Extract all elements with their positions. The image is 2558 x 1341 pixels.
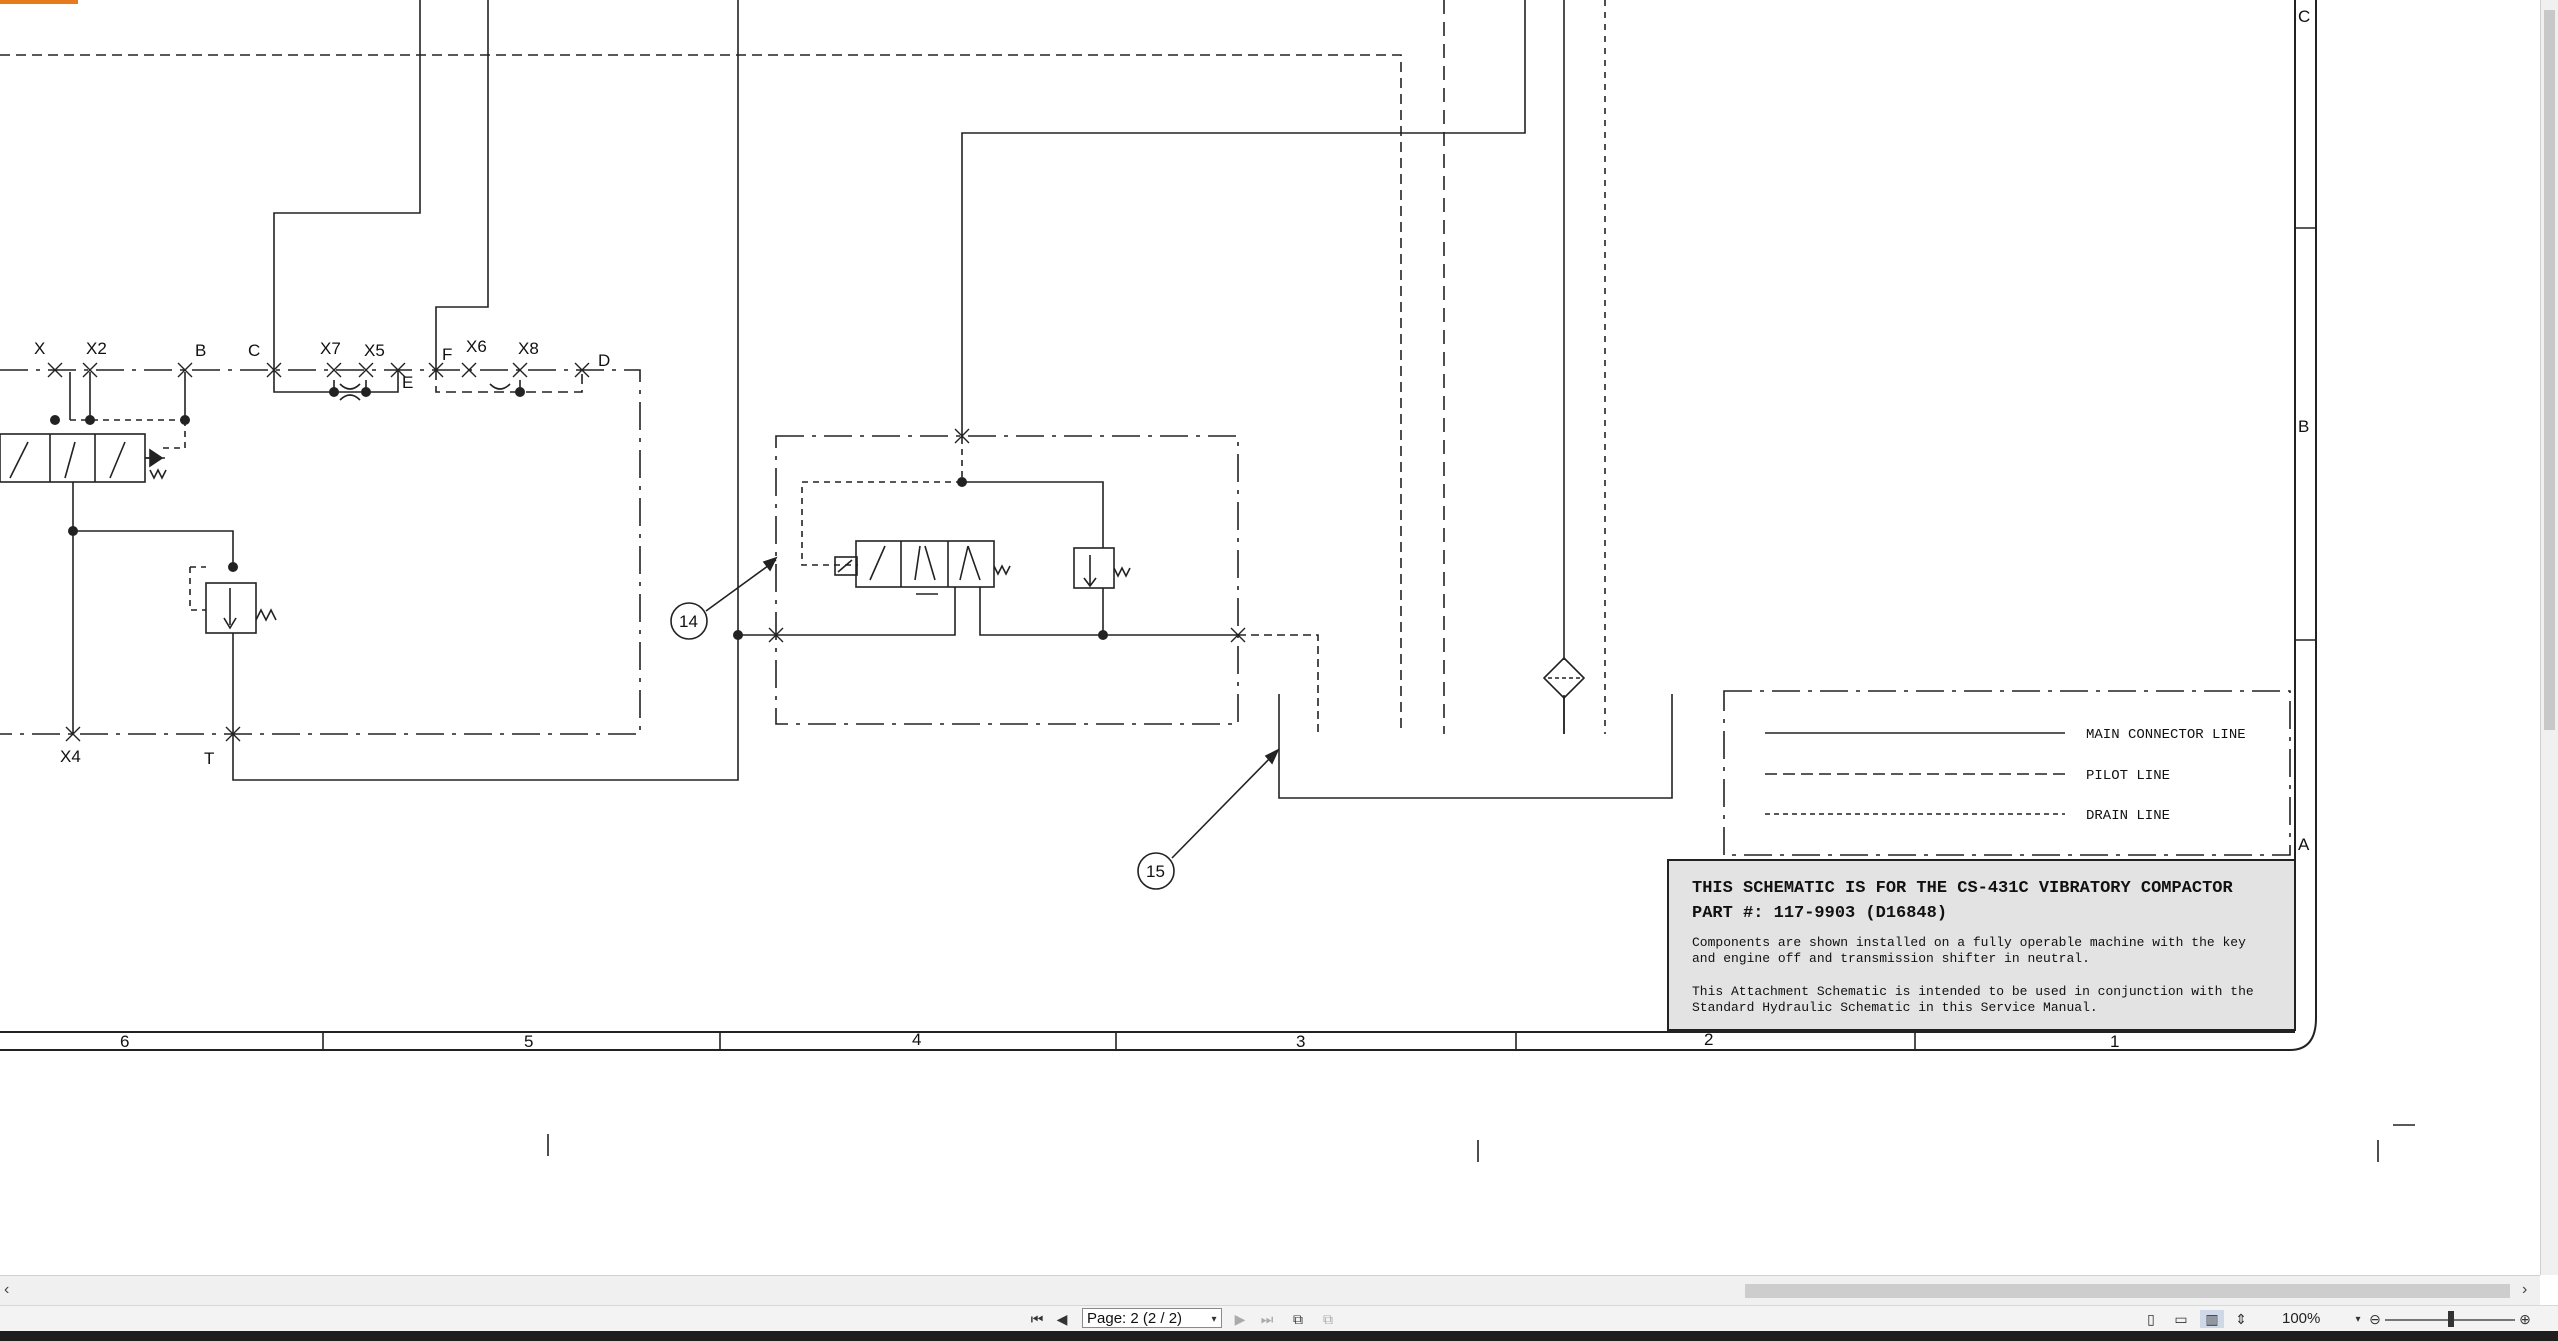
legend-pilot-line: PILOT LINE (2086, 768, 2170, 784)
grid-col-2: 2 (1704, 1030, 1713, 1049)
grid-col-4: 4 (912, 1030, 921, 1049)
legend-main-line: MAIN CONNECTOR LINE (2086, 727, 2246, 743)
title-block (1667, 859, 2296, 1031)
grid-row-c: C (2298, 7, 2310, 26)
grid-row-a: A (2298, 835, 2310, 854)
zoom-in-icon[interactable]: ⊕ (2519, 1311, 2531, 1327)
horizontal-scrollbar[interactable]: ‹ › (0, 1275, 2540, 1306)
vertical-scrollbar[interactable] (2540, 0, 2558, 1275)
legend-drain-line: DRAIN LINE (2086, 808, 2170, 824)
port-label-b: B (195, 341, 206, 360)
port-label-d: D (598, 351, 610, 370)
accent-strip (0, 0, 78, 4)
port-label-x8: X8 (518, 339, 539, 358)
port-label-x: X (34, 339, 45, 358)
fit-icon[interactable]: ⇕ (2235, 1311, 2247, 1327)
vertical-scroll-thumb[interactable] (2544, 10, 2555, 730)
zoom-slider-knob[interactable] (2448, 1311, 2454, 1327)
viewer-toolbar: ⏮ ◀ Page: 2 (2 / 2) ▾ ▶ ⏭ ⧉ ⧉ ▯ ▭ ▥ ⇕ 10… (0, 1305, 2558, 1332)
note-2b: Standard Hydraulic Schematic in this Ser… (1692, 1000, 2098, 1015)
note-2a: This Attachment Schematic is intended to… (1692, 984, 2254, 999)
facing-icon[interactable]: ▥ (2200, 1310, 2224, 1328)
port-label-t: T (204, 749, 214, 768)
taskbar-strip (0, 1331, 2558, 1341)
paste-icon[interactable]: ⧉ (1323, 1311, 1333, 1327)
grid-row-b: B (2298, 417, 2309, 436)
scroll-right-icon[interactable]: › (2522, 1281, 2528, 1298)
last-page-icon[interactable]: ⏭ (1260, 1311, 1274, 1327)
hydraulic-schematic: X X2 B C X7 X5 E F X6 X8 D X4 T 14 15 MA… (0, 0, 2415, 1162)
copy-icon[interactable]: ⧉ (1293, 1311, 1303, 1327)
horizontal-scroll-thumb[interactable] (1745, 1284, 2510, 1298)
callout-14: 14 (679, 612, 698, 631)
grid-col-1: 1 (2110, 1032, 2119, 1051)
chevron-down-icon[interactable]: ▾ (1211, 1314, 1217, 1325)
continuous-icon[interactable]: ▭ (2174, 1311, 2188, 1327)
port-label-x7: X7 (320, 339, 341, 358)
note-1b: and engine off and transmission shifter … (1692, 951, 2090, 966)
port-label-c: C (248, 341, 260, 360)
single-page-icon[interactable]: ▯ (2147, 1311, 2155, 1327)
port-label-x2: X2 (86, 339, 107, 358)
page-selector[interactable]: Page: 2 (2 / 2) (1082, 1308, 1222, 1328)
title-line-2: PART #: 117-9903 (D16848) (1692, 904, 1947, 923)
callout-15: 15 (1146, 862, 1165, 881)
next-page-icon[interactable]: ▶ (1234, 1311, 1246, 1327)
prev-page-icon[interactable]: ◀ (1056, 1311, 1068, 1327)
grid-col-6: 6 (120, 1032, 129, 1051)
title-line-1: THIS SCHEMATIC IS FOR THE CS-431C VIBRAT… (1692, 879, 2233, 898)
port-label-x5: X5 (364, 341, 385, 360)
zoom-dropdown-icon[interactable]: ▾ (2355, 1314, 2361, 1325)
zoom-out-icon[interactable]: ⊖ (2369, 1311, 2381, 1327)
port-label-x4: X4 (60, 747, 81, 766)
port-label-f: F (442, 345, 452, 364)
zoom-level[interactable]: 100% (2282, 1310, 2321, 1327)
port-label-x6: X6 (466, 337, 487, 356)
scroll-left-icon[interactable]: ‹ (4, 1281, 10, 1298)
grid-col-5: 5 (524, 1032, 533, 1051)
grid-col-3: 3 (1296, 1032, 1305, 1051)
port-label-e: E (402, 373, 413, 392)
document-viewport[interactable]: X X2 B C X7 X5 E F X6 X8 D X4 T 14 15 MA… (0, 0, 2540, 1275)
note-1a: Components are shown installed on a full… (1692, 935, 2246, 950)
first-page-icon[interactable]: ⏮ (1030, 1311, 1044, 1327)
